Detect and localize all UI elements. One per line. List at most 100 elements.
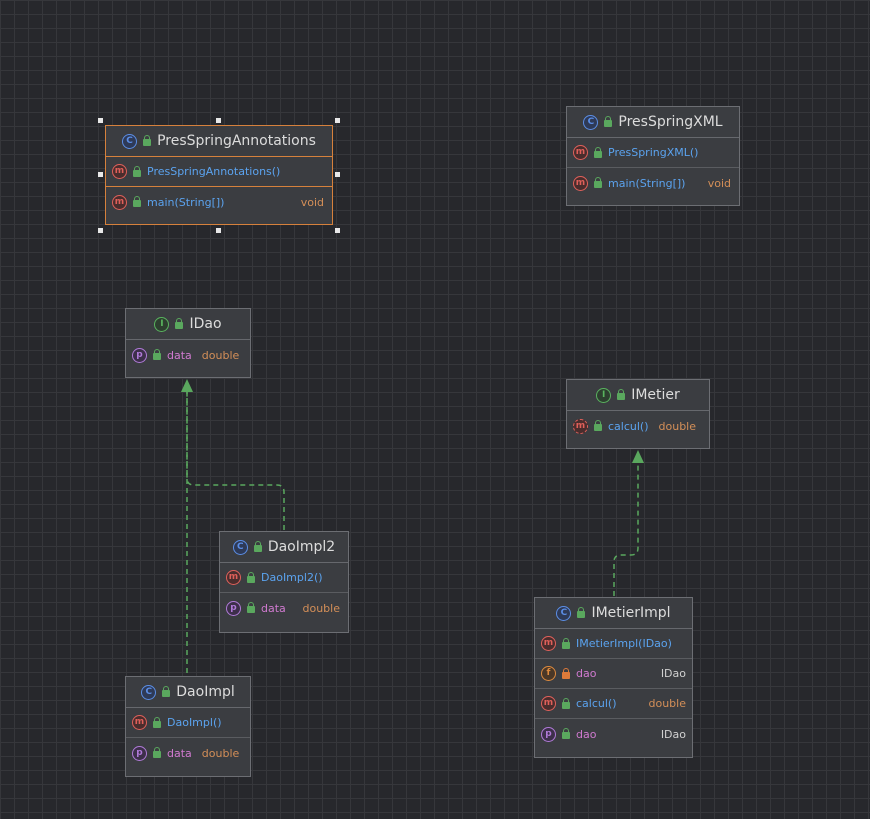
public-lock-icon <box>175 318 184 329</box>
public-lock-icon <box>153 349 161 360</box>
property-icon: p <box>132 745 147 761</box>
class-icon: C <box>556 605 572 621</box>
member-type: void <box>707 176 731 190</box>
class-header: C PresSpringXML <box>567 107 739 138</box>
member-row[interactable]: p data double <box>126 738 250 768</box>
public-lock-icon <box>143 135 152 146</box>
class-name: PresSpringAnnotations <box>157 133 316 149</box>
resize-handle[interactable] <box>98 118 103 123</box>
method-icon: m <box>573 175 588 191</box>
property-icon: p <box>541 726 556 742</box>
class-name: IDao <box>189 316 222 332</box>
member-row[interactable]: m main(String[]) void <box>567 168 739 198</box>
class-name: DaoImpl2 <box>267 539 336 555</box>
resize-handle[interactable] <box>216 118 221 123</box>
class-header: C DaoImpl2 <box>220 532 348 563</box>
class-dao-impl2[interactable]: C DaoImpl2 m DaoImpl2() p data double <box>219 531 349 633</box>
class-name: IMetier <box>631 387 680 403</box>
class-header: I IMetier <box>567 380 709 411</box>
method-icon: m <box>541 636 556 651</box>
public-lock-icon <box>162 686 171 697</box>
member-name: data <box>167 348 192 362</box>
resize-handle[interactable] <box>335 172 340 177</box>
member-name: calcul() <box>608 419 649 433</box>
member-type: IDao <box>660 727 686 741</box>
member-row[interactable]: p data double <box>220 593 348 623</box>
member-name: PresSpringAnnotations() <box>147 165 281 178</box>
resize-handle[interactable] <box>335 118 340 123</box>
member-name: DaoImpl() <box>167 716 222 729</box>
method-icon: m <box>112 164 127 179</box>
member-row[interactable]: f dao IDao <box>535 659 692 689</box>
member-name: main(String[]) <box>608 176 686 190</box>
method-icon: m <box>573 145 588 160</box>
member-name: data <box>261 601 286 615</box>
member-type: void <box>300 195 324 209</box>
member-row[interactable]: m calcul() double <box>567 411 709 441</box>
public-lock-icon <box>253 541 262 552</box>
public-lock-icon <box>247 571 255 583</box>
interface-idao[interactable]: I IDao p data double <box>125 308 251 378</box>
public-lock-icon <box>562 728 570 739</box>
member-name: DaoImpl2() <box>261 571 323 584</box>
resize-handle[interactable] <box>98 228 103 233</box>
member-row[interactable]: m PresSpringAnnotations() <box>106 157 332 187</box>
member-type: double <box>302 601 341 615</box>
class-header: C DaoImpl <box>126 677 250 708</box>
member-name: PresSpringXML() <box>608 146 699 159</box>
member-name: dao <box>576 667 597 680</box>
class-name: PresSpringXML <box>618 114 723 130</box>
class-header: C PresSpringAnnotations <box>106 126 332 157</box>
resize-handle[interactable] <box>335 228 340 233</box>
method-icon: m <box>112 194 127 210</box>
method-icon: m <box>132 715 147 730</box>
member-row[interactable]: p dao IDao <box>535 719 692 749</box>
property-icon: p <box>132 347 147 363</box>
class-imetier-impl[interactable]: C IMetierImpl m IMetierImpl(IDao) f dao … <box>534 597 693 758</box>
public-lock-icon <box>617 389 626 400</box>
interface-icon: I <box>154 316 170 332</box>
member-row[interactable]: m DaoImpl2() <box>220 563 348 593</box>
member-row[interactable]: m main(String[]) void <box>106 187 332 217</box>
class-pres-spring-xml[interactable]: C PresSpringXML m PresSpringXML() m main… <box>566 106 740 206</box>
public-lock-icon <box>562 697 570 709</box>
member-type: double <box>201 746 240 760</box>
abstract-method-icon: m <box>573 418 588 434</box>
public-lock-icon <box>133 196 141 207</box>
public-lock-icon <box>604 116 613 127</box>
public-lock-icon <box>594 146 602 158</box>
member-row[interactable]: m calcul() double <box>535 689 692 719</box>
member-name: IMetierImpl(IDao) <box>576 637 672 650</box>
field-icon: f <box>541 666 556 681</box>
resize-handle[interactable] <box>216 228 221 233</box>
member-name: main(String[]) <box>147 195 225 209</box>
member-type: double <box>658 419 697 433</box>
property-icon: p <box>226 600 241 616</box>
member-row[interactable]: m IMetierImpl(IDao) <box>535 629 692 659</box>
class-pres-spring-annotations[interactable]: C PresSpringAnnotations m PresSpringAnno… <box>105 125 333 225</box>
class-icon: C <box>141 684 157 700</box>
member-name: data <box>167 746 192 760</box>
arrowhead-idao <box>181 379 193 392</box>
class-header: I IDao <box>126 309 250 340</box>
member-name: calcul() <box>576 697 617 710</box>
interface-imetier[interactable]: I IMetier m calcul() double <box>566 379 710 449</box>
class-name: DaoImpl <box>176 684 235 700</box>
member-row[interactable]: m DaoImpl() <box>126 708 250 738</box>
member-row[interactable]: p data double <box>126 340 250 370</box>
class-icon: C <box>232 539 248 555</box>
member-type: double <box>648 697 687 710</box>
public-lock-icon <box>133 165 141 177</box>
interface-icon: I <box>596 387 612 403</box>
private-lock-icon <box>562 667 570 679</box>
arrow-daoimpl2-to-idao <box>186 392 285 530</box>
member-row[interactable]: m PresSpringXML() <box>567 138 739 168</box>
public-lock-icon <box>153 716 161 728</box>
public-lock-icon <box>594 420 602 431</box>
method-icon: m <box>226 570 241 585</box>
resize-handle[interactable] <box>98 172 103 177</box>
class-dao-impl[interactable]: C DaoImpl m DaoImpl() p data double <box>125 676 251 777</box>
public-lock-icon <box>562 637 570 649</box>
member-name: dao <box>576 727 597 741</box>
